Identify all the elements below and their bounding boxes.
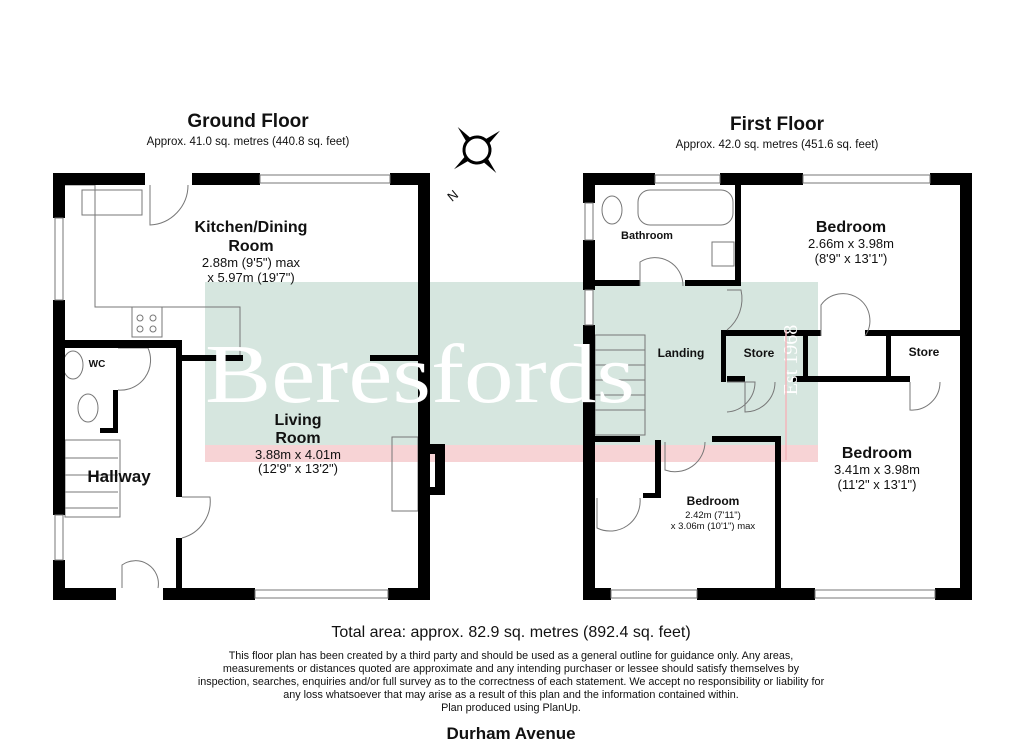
plan-credit: Plan produced using PlanUp. (441, 702, 581, 714)
compass-rose-icon (454, 127, 500, 173)
disclaimer-line: any loss whatsoever that may arise as a … (283, 689, 739, 701)
bedroom-3-label: Bedroom (687, 494, 740, 508)
door (149, 184, 189, 226)
store-2-label: Store (909, 345, 940, 359)
door (726, 289, 743, 331)
bathroom-label: Bathroom (621, 230, 673, 242)
first-floor-plan (583, 173, 972, 600)
disclaimer-line: measurements or distances quoted are app… (223, 663, 800, 675)
bedroom-2-label: Bedroom (842, 445, 912, 462)
first-floor-title: First Floor (730, 114, 825, 135)
window (584, 289, 594, 326)
staircase (594, 334, 646, 436)
landing-label: Landing (658, 346, 705, 360)
store-1-label: Store (744, 346, 775, 360)
living-room-dimensions-2: (12'9" x 13'2") (258, 461, 338, 476)
ground-floor-area: Approx. 41.0 sq. metres (440.8 sq. feet) (147, 136, 350, 148)
door (909, 381, 941, 411)
bedroom-1-label: Bedroom (816, 219, 886, 236)
window (54, 514, 64, 561)
window (814, 589, 936, 599)
wc-label: WC (89, 359, 106, 370)
window (802, 174, 931, 184)
window (254, 589, 389, 599)
door (117, 347, 152, 391)
window (610, 589, 698, 599)
window (259, 174, 391, 184)
ground-floor-plan (53, 173, 445, 600)
bedroom-3-dimensions: 2.42m (7'11") (685, 510, 741, 521)
watermark-est-text: Est 1968 (780, 325, 802, 396)
compass-north-label: N (444, 187, 461, 205)
first-floor-area: Approx. 42.0 sq. metres (451.6 sq. feet) (676, 139, 879, 151)
basin-icon (711, 241, 735, 267)
toilet-icon (601, 195, 623, 225)
ground-floor-title: Ground Floor (187, 111, 309, 132)
door (664, 441, 706, 473)
toilet-icon (77, 393, 99, 423)
sink-icon (81, 189, 143, 216)
total-area: Total area: approx. 82.9 sq. metres (892… (331, 624, 690, 641)
door (181, 496, 211, 539)
living-room-label: Living (274, 412, 321, 429)
hob-icon (131, 306, 163, 338)
watermark-logo-text: Beresfords (205, 328, 635, 421)
door (639, 257, 684, 287)
window (54, 217, 64, 301)
window (584, 202, 594, 241)
door (596, 497, 641, 532)
kitchen-label-2: Room (228, 238, 273, 255)
watermark-background (205, 282, 818, 445)
kitchen-dimensions-2: x 5.97m (19'7") (207, 270, 294, 285)
kitchen-label: Kitchen/Dining (195, 219, 308, 236)
bedroom-2-dimensions-2: (11'2" x 13'1") (838, 477, 917, 492)
hallway-label: Hallway (87, 467, 151, 486)
window (654, 174, 721, 184)
property-address: Durham Avenue (446, 724, 575, 743)
door (744, 381, 776, 413)
kitchen-dimensions: 2.88m (9'5") max (202, 255, 301, 270)
disclaimer-line: This floor plan has been created by a th… (229, 650, 794, 662)
bedroom-3-dimensions-2: x 3.06m (10'1") max (671, 521, 756, 532)
living-room-label-2: Room (275, 430, 320, 447)
bedroom-2-dimensions: 3.41m x 3.98m (834, 462, 920, 477)
bedroom-1-dimensions-2: (8'9" x 13'1") (815, 251, 888, 266)
front-door (121, 560, 159, 589)
bedroom-1-dimensions: 2.66m x 3.98m (808, 236, 894, 251)
door (820, 293, 871, 337)
door (726, 381, 756, 413)
bath-icon (637, 189, 734, 226)
living-room-dimensions: 3.88m x 4.01m (255, 447, 341, 462)
disclaimer-line: inspection, searches, enquiries and/or f… (198, 676, 825, 688)
wc-basin-icon (62, 350, 84, 380)
